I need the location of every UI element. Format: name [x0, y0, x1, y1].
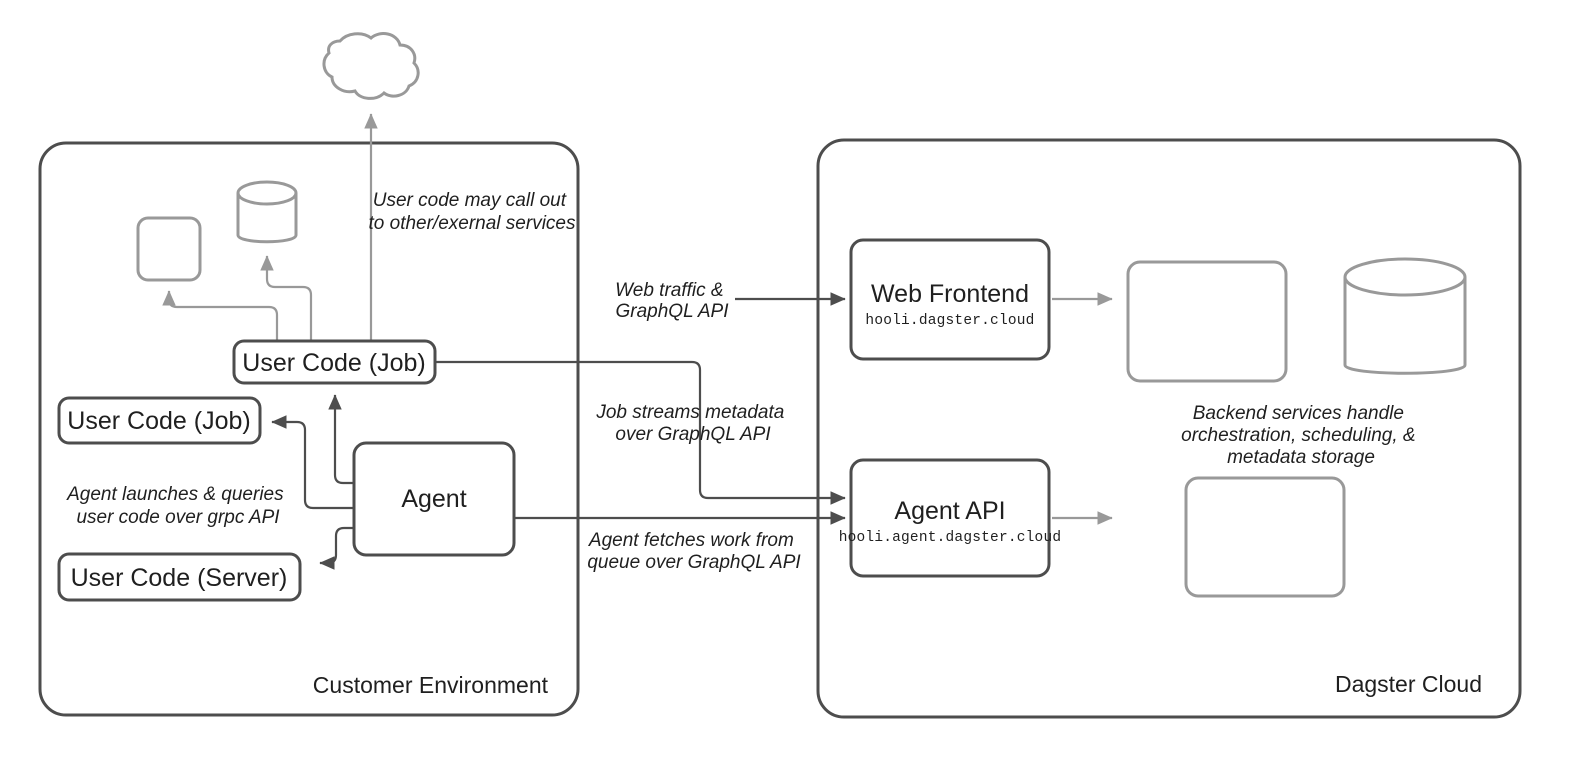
- edge-agent-to-usercode-job-left: [271, 415, 354, 510]
- web-frontend-box: [849, 238, 1051, 361]
- user-code-job-top-box: [232, 339, 437, 385]
- web-frontend-label: Web Frontend: [871, 280, 1029, 308]
- node-user-code-job-top[interactable]: User Code (Job): [232, 339, 437, 385]
- dagster-cloud-label: Dagster Cloud: [1335, 671, 1482, 697]
- user-code-job-left-box: [57, 396, 262, 445]
- web-frontend-sublabel: hooli.dagster.cloud: [865, 313, 1034, 329]
- note-agent-fetches: Agent fetches work from queue over Graph…: [587, 530, 801, 573]
- node-user-code-job-left[interactable]: User Code (Job): [57, 396, 262, 445]
- agent-label: Agent: [401, 485, 466, 513]
- agent-api-sublabel: hooli.agent.dagster.cloud: [839, 530, 1062, 546]
- cloud-icon: [322, 32, 420, 100]
- node-agent-api[interactable]: Agent API hooli.agent.dagster.cloud: [839, 458, 1062, 578]
- edge-agent-to-usercode-server: [319, 526, 354, 570]
- agent-box: [352, 441, 516, 557]
- database-cylinder-icon-backend: [1343, 257, 1467, 375]
- customer-environment-label: Customer Environment: [313, 672, 549, 698]
- user-code-server-label: User Code (Server): [71, 564, 288, 592]
- node-user-code-server[interactable]: User Code (Server): [57, 552, 302, 602]
- note-agent-launches: Agent launches & queries user code over …: [66, 484, 289, 528]
- edge-usercode-to-database: [260, 255, 313, 343]
- user-code-job-top-label: User Code (Job): [242, 349, 425, 377]
- node-web-frontend[interactable]: Web Frontend hooli.dagster.cloud: [849, 238, 1051, 361]
- note-backend-services: Backend services handle orchestration, s…: [1181, 403, 1421, 468]
- user-code-job-left-label: User Code (Job): [67, 407, 250, 435]
- database-cylinder-icon-external: [236, 180, 298, 244]
- edge-agent-to-usercode-job-top: [328, 394, 354, 485]
- agent-api-box: [849, 458, 1051, 578]
- node-agent[interactable]: Agent: [352, 441, 516, 557]
- service-box-icon-backend-2: [1184, 476, 1346, 598]
- agent-api-label: Agent API: [894, 497, 1005, 525]
- edge-usercode-to-service-box: [162, 290, 279, 343]
- edge-job-streams-to-agent-api: [435, 360, 846, 505]
- user-code-server-box: [57, 552, 302, 602]
- service-box-icon-backend-1: [1126, 260, 1288, 383]
- note-web-traffic: Web traffic & GraphQL API: [615, 280, 729, 322]
- note-job-streams: Job streams metadata over GraphQL API: [595, 402, 789, 445]
- service-box-icon-external: [136, 216, 202, 282]
- note-external-call: User code may call out to other/exernal …: [369, 190, 576, 234]
